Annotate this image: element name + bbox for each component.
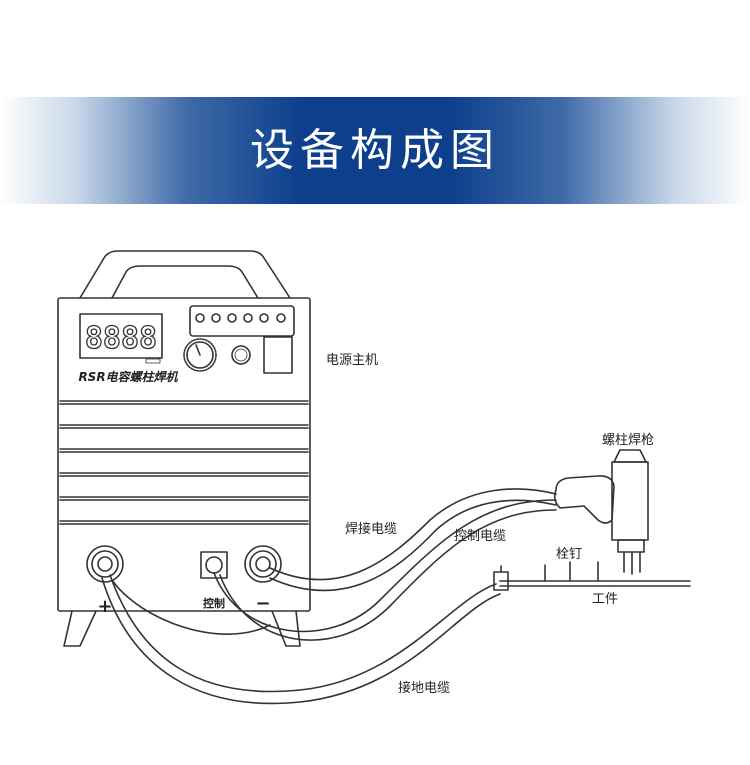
adjust-knob — [186, 341, 214, 369]
machine-body — [57, 297, 311, 612]
display-digits: 8888 — [85, 321, 157, 356]
welding-cable — [269, 488, 557, 581]
machine-leg-left — [63, 610, 97, 647]
control-cable — [213, 499, 557, 633]
page-title: 设备构成图 — [250, 125, 500, 176]
label-power-unit: 电源主机 — [326, 353, 379, 368]
positive-label: + — [97, 596, 112, 617]
stud-gun-handle — [553, 475, 615, 524]
indicator-panel — [189, 305, 295, 337]
model-label: RSR电容螺柱焊机 — [78, 370, 178, 384]
label-stud: 栓钉 — [556, 547, 583, 562]
negative-label: − — [255, 593, 270, 614]
machine-handle — [79, 250, 291, 299]
stud-gun-body — [611, 461, 649, 541]
ground-clamp — [493, 571, 509, 591]
digital-display — [79, 313, 163, 359]
label-control-cable: 控制电缆 — [454, 529, 507, 544]
positive-terminal — [86, 545, 124, 583]
label-stud-gun: 螺柱焊枪 — [602, 433, 655, 448]
power-button — [231, 345, 251, 365]
ground-cable — [109, 574, 497, 693]
title-banner: 设备构成图 — [0, 97, 750, 204]
label-workpiece: 工件 — [592, 592, 619, 607]
label-ground-cable: 接地电缆 — [398, 681, 451, 696]
power-switch — [263, 336, 293, 374]
control-socket — [200, 551, 228, 579]
control-label: 控制 — [203, 596, 225, 610]
label-welding-cable: 焊接电缆 — [345, 522, 398, 537]
negative-terminal — [244, 545, 282, 583]
